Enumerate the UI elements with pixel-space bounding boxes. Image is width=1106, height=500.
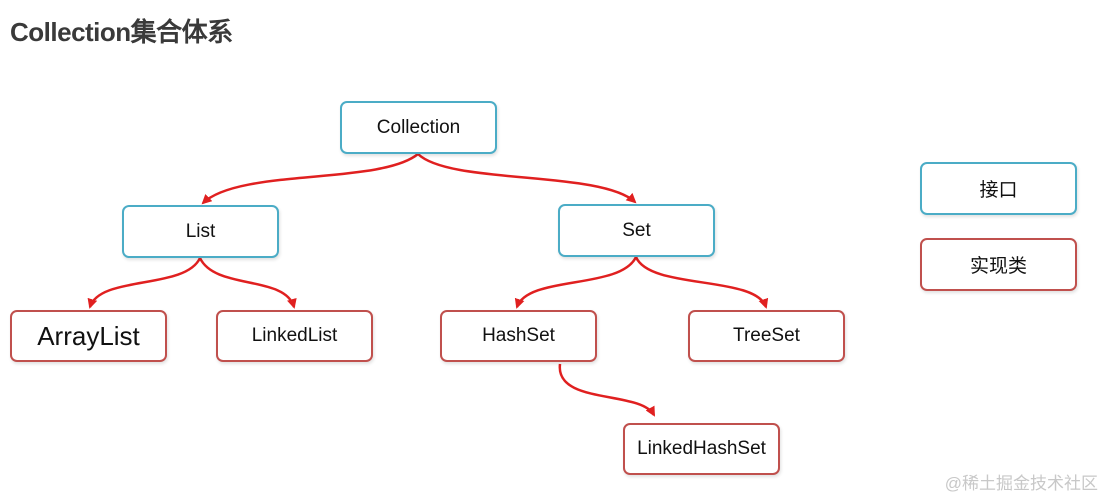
edge-list-linkedlist	[198, 257, 297, 309]
edge-set-hashset	[514, 256, 638, 309]
edge-list-arraylist	[87, 257, 202, 309]
edge-hashset-linkedhashset	[558, 363, 656, 417]
edge-collection-set	[417, 153, 637, 204]
node-list: List	[122, 205, 279, 258]
node-linkedlist: LinkedList	[216, 310, 373, 362]
edge-collection-list	[201, 153, 419, 205]
node-collection: Collection	[340, 101, 497, 154]
node-set: Set	[558, 204, 715, 257]
watermark: @稀土掘金技术社区	[944, 474, 1098, 493]
node-arraylist: ArrayList	[10, 310, 167, 362]
node-treeset: TreeSet	[688, 310, 845, 362]
edge-set-treeset	[634, 256, 769, 309]
node-linkedhashset: LinkedHashSet	[623, 423, 780, 475]
node-hashset: HashSet	[440, 310, 597, 362]
legend-implementation: 实现类	[920, 238, 1077, 291]
legend-interface: 接口	[920, 162, 1077, 215]
page-title: Collection集合体系	[10, 17, 233, 47]
